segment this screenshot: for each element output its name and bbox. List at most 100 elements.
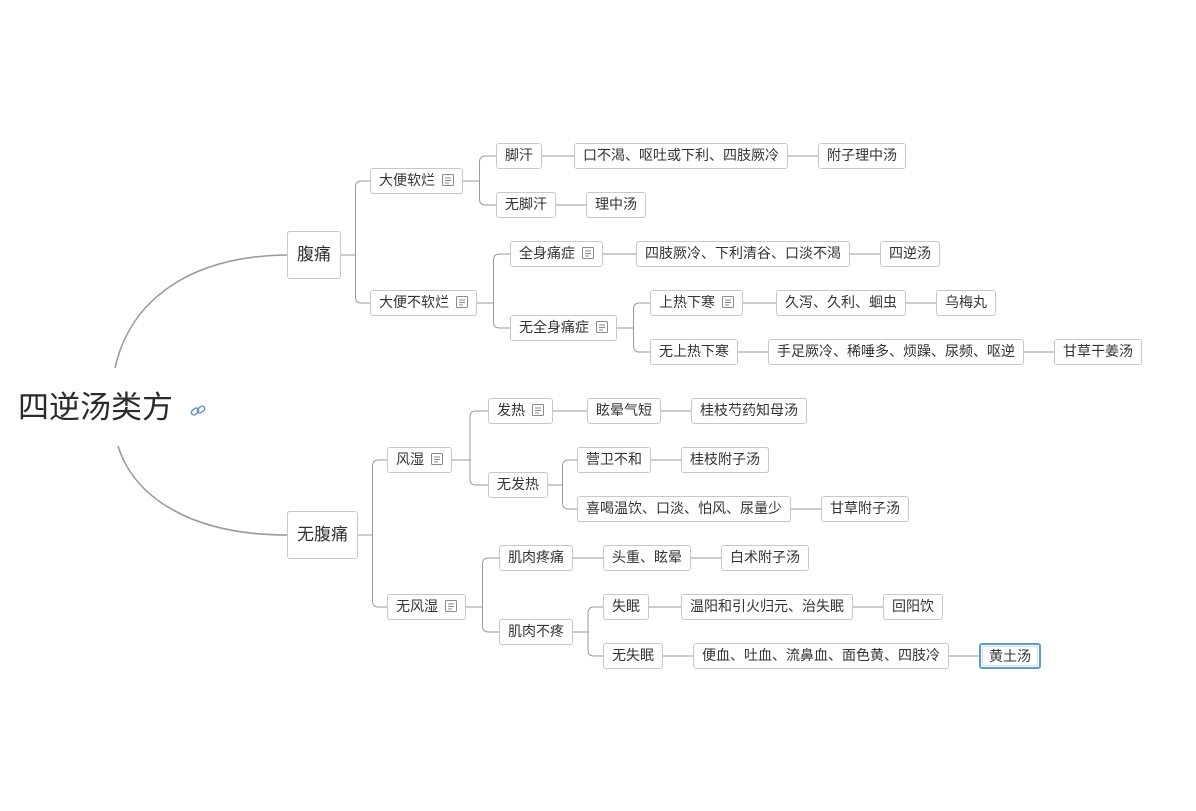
connector-line	[479, 155, 486, 206]
note-icon[interactable]	[582, 243, 594, 259]
note-icon[interactable]	[456, 292, 468, 308]
connector-line	[633, 302, 640, 353]
topic-label: 无发热	[497, 477, 539, 493]
topic-label: 无全身痛症	[519, 320, 589, 336]
topic-fu-zi-li-zhong-tang[interactable]: 附子理中汤	[818, 143, 906, 169]
topic-wu-jiao-han[interactable]: 无脚汗	[496, 192, 556, 218]
connector-line	[587, 606, 595, 657]
topic-si-ni-tang[interactable]: 四逆汤	[880, 241, 940, 267]
topic-label: 无风湿	[396, 599, 438, 615]
topic-gan-cao-fu-zi-tang[interactable]: 甘草附子汤	[821, 496, 909, 522]
topic-label: 白术附子汤	[730, 550, 800, 566]
topic-label: 乌梅丸	[945, 295, 987, 311]
topic-fu-tong[interactable]: 腹痛	[287, 231, 341, 279]
topic-label: 上热下寒	[659, 295, 715, 311]
topic-label: 无上热下寒	[659, 344, 729, 360]
topic-ji-rou-teng-tong[interactable]: 肌肉疼痛	[499, 545, 573, 571]
topic-label: 腹痛	[297, 245, 331, 265]
topic-ji-rou-bu-teng[interactable]: 肌肉不疼	[499, 619, 573, 645]
topic-label: 肌肉不疼	[508, 624, 564, 640]
topic-label: 头重、眩晕	[612, 550, 682, 566]
topic-shi-mian[interactable]: 失眠	[603, 594, 649, 620]
topic-si-zhi-jue-leng[interactable]: 四肢厥冷、下利清谷、口淡不渴	[636, 241, 850, 267]
note-icon[interactable]	[532, 400, 544, 416]
root-connector-upper	[114, 254, 288, 369]
topic-label: 口不渴、呕吐或下利、四肢厥冷	[583, 148, 779, 164]
topic-da-bian-ruan-lan[interactable]: 大便软烂	[370, 168, 463, 194]
connector-line	[482, 557, 489, 633]
topic-da-bian-bu-ruan-lan[interactable]: 大便不软烂	[370, 290, 477, 316]
topic-wu-quan-shen-tong-zheng[interactable]: 无全身痛症	[510, 315, 617, 341]
topic-label: 理中汤	[595, 197, 637, 213]
topic-jiu-xie[interactable]: 久泻、久利、蛔虫	[776, 290, 906, 316]
topic-huang-tu-tang[interactable]: 黄土汤	[979, 643, 1041, 669]
topic-gui-zhi-fu-zi-tang[interactable]: 桂枝附子汤	[681, 447, 769, 473]
topic-label: 黄土汤	[989, 649, 1031, 665]
topic-label: 甘草干姜汤	[1063, 344, 1133, 360]
topic-wu-fa-re[interactable]: 无发热	[488, 472, 548, 498]
root-topic-label: 四逆汤类方	[18, 390, 173, 426]
topic-tou-zhong-xuan-yun[interactable]: 头重、眩晕	[603, 545, 691, 571]
topic-fa-re[interactable]: 发热	[488, 398, 553, 424]
topic-gui-zhi-shao-yao-zhi-mu-tang[interactable]: 桂枝芍药知母汤	[691, 398, 807, 424]
topic-hui-yang-yin[interactable]: 回阳饮	[883, 594, 943, 620]
topic-label: 久泻、久利、蛔虫	[785, 295, 897, 311]
topic-quan-shen-tong-zheng[interactable]: 全身痛症	[510, 241, 603, 267]
topic-label: 无腹痛	[297, 525, 348, 545]
topic-label: 营卫不和	[586, 452, 642, 468]
link-icon[interactable]	[189, 390, 207, 416]
topic-wen-yang[interactable]: 温阳和引火归元、治失眠	[681, 594, 853, 620]
topic-label: 无失眠	[612, 648, 654, 664]
topic-label: 手足厥冷、稀唾多、烦躁、尿频、呕逆	[777, 344, 1015, 360]
topic-label: 肌肉疼痛	[508, 550, 564, 566]
topic-label: 四肢厥冷、下利清谷、口淡不渴	[645, 246, 841, 262]
note-icon[interactable]	[722, 292, 734, 308]
topic-label: 失眠	[612, 599, 640, 615]
topic-wu-shang-re-xia-han[interactable]: 无上热下寒	[650, 339, 738, 365]
note-icon[interactable]	[445, 596, 457, 612]
topic-shang-re-xia-han[interactable]: 上热下寒	[650, 290, 743, 316]
connector-line	[372, 459, 379, 608]
topic-label: 眩晕气短	[596, 403, 652, 419]
topic-label: 无脚汗	[505, 197, 547, 213]
note-icon[interactable]	[442, 170, 454, 186]
note-icon[interactable]	[596, 317, 608, 333]
topic-label: 发热	[497, 403, 525, 419]
topic-label: 大便软烂	[379, 173, 435, 189]
topic-label: 附子理中汤	[827, 148, 897, 164]
topic-label: 全身痛症	[519, 246, 575, 262]
topic-label: 脚汗	[505, 148, 533, 164]
topic-kou-bu-ke[interactable]: 口不渴、呕吐或下利、四肢厥冷	[574, 143, 788, 169]
topic-label: 大便不软烂	[379, 295, 449, 311]
topic-label: 风湿	[396, 452, 424, 468]
connector-line	[355, 180, 362, 304]
topic-gan-cao-gan-jiang-tang[interactable]: 甘草干姜汤	[1054, 339, 1142, 365]
topic-wu-mei-wan[interactable]: 乌梅丸	[936, 290, 996, 316]
connector-line	[469, 410, 477, 486]
topic-label: 桂枝附子汤	[690, 452, 760, 468]
topic-xi-he-wen-yin[interactable]: 喜喝温饮、口淡、怕风、尿量少	[577, 496, 791, 522]
connector-line	[562, 459, 569, 510]
note-icon[interactable]	[431, 449, 443, 465]
topic-wu-fu-tong[interactable]: 无腹痛	[287, 511, 358, 559]
topic-label: 温阳和引火归元、治失眠	[690, 599, 844, 615]
topic-xuan-yun-qi-duan[interactable]: 眩晕气短	[587, 398, 661, 424]
topic-wu-shi-mian[interactable]: 无失眠	[603, 643, 663, 669]
topic-jiao-han[interactable]: 脚汗	[496, 143, 542, 169]
topic-label: 便血、吐血、流鼻血、面色黄、四肢冷	[702, 648, 940, 664]
topic-ying-wei-bu-he[interactable]: 营卫不和	[577, 447, 651, 473]
topic-label: 回阳饮	[892, 599, 934, 615]
topic-label: 桂枝芍药知母汤	[700, 403, 798, 419]
topic-bai-zhu-fu-zi-tang[interactable]: 白术附子汤	[721, 545, 809, 571]
topic-label: 四逆汤	[889, 246, 931, 262]
topic-li-zhong-tang[interactable]: 理中汤	[586, 192, 646, 218]
topic-shou-zu-jue-leng[interactable]: 手足厥冷、稀唾多、烦躁、尿频、呕逆	[768, 339, 1024, 365]
connector-line	[493, 253, 500, 329]
topic-wu-feng-shi[interactable]: 无风湿	[387, 594, 466, 620]
topic-feng-shi[interactable]: 风湿	[387, 447, 452, 473]
topic-bian-xue[interactable]: 便血、吐血、流鼻血、面色黄、四肢冷	[693, 643, 949, 669]
topic-label: 喜喝温饮、口淡、怕风、尿量少	[586, 501, 782, 517]
root-topic[interactable]: 四逆汤类方	[18, 388, 207, 428]
